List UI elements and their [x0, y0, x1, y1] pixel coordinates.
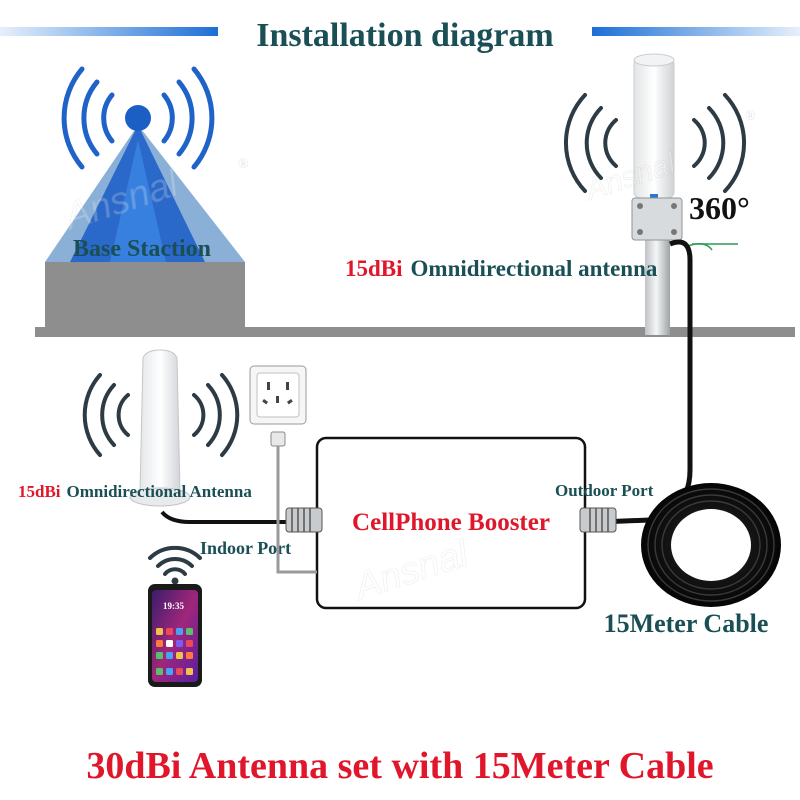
- bracket-bolt: [671, 229, 677, 235]
- power-plug-icon: [270, 431, 286, 447]
- mounting-pole: [645, 238, 670, 335]
- signal-waves-icon: [563, 93, 747, 193]
- cable-label: 15Meter Cable: [604, 609, 769, 638]
- base-station-tower: Base Staction: [45, 66, 245, 262]
- rooftop: [35, 262, 795, 337]
- footer-caption: 30dBi Antenna set with 15Meter Cable: [86, 745, 713, 787]
- wifi-icon: [148, 545, 202, 576]
- phone-screen: [152, 590, 198, 682]
- watermark-mark: ®: [745, 109, 756, 124]
- cellphone-booster: CellPhone Booster: [315, 436, 587, 610]
- page-title: Installation diagram: [256, 17, 554, 54]
- socket-holes: [262, 382, 293, 405]
- indoor-cable: [160, 510, 290, 524]
- indoor-port-label: Indoor Port: [200, 538, 291, 558]
- outdoor-port-label: Outdoor Port: [555, 481, 654, 500]
- mounting-bracket: [631, 197, 683, 241]
- coverage-label: 360°: [689, 190, 750, 226]
- watermark-mark: ®: [238, 157, 249, 172]
- coil-windings: [647, 488, 775, 602]
- cable-coil: 15Meter Cable: [604, 483, 781, 638]
- bracket-bolt: [671, 203, 677, 209]
- outdoor-antenna-type: Omnidirectional antenna: [411, 256, 658, 281]
- connector-threads: [589, 508, 609, 532]
- booster-label: CellPhone Booster: [352, 509, 550, 536]
- power-supply: [249, 365, 317, 574]
- outdoor-antenna-label: 15dBi Omnidirectional antenna: [345, 256, 658, 281]
- title-bar: Installation diagram: [0, 17, 800, 54]
- smartphone: 19:35: [148, 545, 202, 687]
- indoor-antenna: 15dBi Omnidirectional Antenna: [18, 349, 252, 507]
- outdoor-connector: [579, 507, 617, 533]
- outdoor-antenna: 360° 15dBi Omnidirectional antenna: [345, 53, 750, 335]
- signal-waves-icon: [61, 66, 215, 170]
- indoor-antenna-base: [129, 487, 191, 507]
- n-connector-icon: [579, 507, 617, 533]
- bracket-bolt: [637, 203, 643, 209]
- bracket-bolt: [637, 229, 643, 235]
- antenna-cap: [633, 53, 675, 67]
- outdoor-antenna-gain: 15dBi: [345, 256, 403, 281]
- title-bar-right: [592, 27, 800, 36]
- connector-threads: [291, 508, 311, 532]
- base-station-label: Base Staction: [73, 236, 211, 262]
- phone-clock: 19:35: [163, 601, 184, 611]
- indoor-antenna-body: [139, 349, 181, 493]
- wifi-dot: [171, 577, 179, 585]
- indoor-antenna-label: 15dBi Omnidirectional Antenna: [18, 482, 252, 501]
- signal-waves-icon: [82, 373, 240, 457]
- tower-highlight: [110, 140, 166, 262]
- coil-center: [671, 509, 751, 581]
- indoor-antenna-type: Omnidirectional Antenna: [67, 482, 253, 501]
- socket-face: [256, 372, 300, 418]
- tower-top-icon: [125, 105, 151, 131]
- indoor-connector: [285, 507, 323, 533]
- building-block: [45, 262, 245, 332]
- app-icons: [156, 628, 193, 675]
- roof-slab: [35, 327, 795, 337]
- power-wire: [276, 446, 317, 574]
- title-bar-left: [0, 27, 218, 36]
- indoor-antenna-gain: 15dBi: [18, 482, 61, 501]
